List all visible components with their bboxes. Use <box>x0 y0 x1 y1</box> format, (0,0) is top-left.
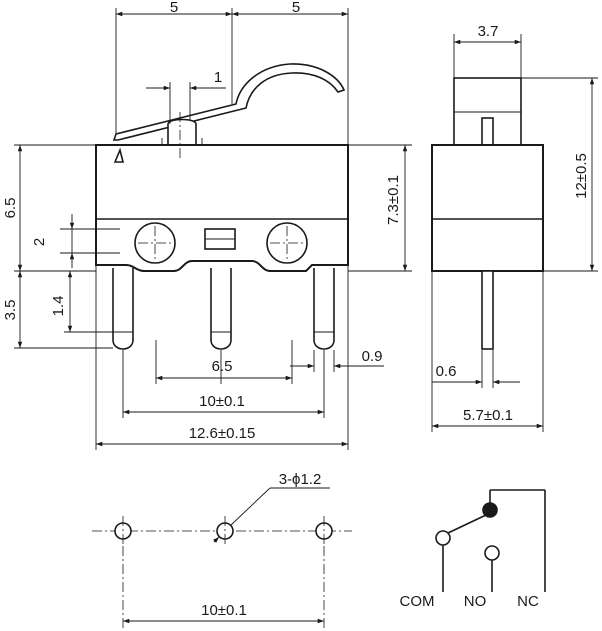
dim-top-left-label: 5 <box>170 0 178 16</box>
plunger <box>167 118 197 145</box>
side-pin <box>481 270 494 350</box>
pcb-layout: 3-ϕ1.2 10±0.1 <box>92 471 352 628</box>
dim-pin-offset-label: 1.4 <box>50 296 67 317</box>
front-view: 5 5 1 6.5 2 3.5 1.4 7.3±0.1 <box>2 0 412 450</box>
dim-body-height-label: 7.3±0.1 <box>385 175 402 225</box>
side-body <box>431 144 544 272</box>
dim-body-length-label: 12.6±0.15 <box>189 425 256 442</box>
pins <box>112 268 335 350</box>
dim-pin-width-label: 0.9 <box>362 348 383 365</box>
nc-marker <box>113 147 125 163</box>
dim-height-total-label: 6.5 <box>2 198 19 219</box>
dim-pin-thickness-label: 0.6 <box>436 363 457 380</box>
dim-hole-vertical-label: 2 <box>31 238 48 246</box>
side-plunger <box>481 117 494 146</box>
dim-hole-spacing-label: 10±0.1 <box>201 602 247 619</box>
schematic: COM NO NC <box>400 489 546 610</box>
label-no: NO <box>464 593 487 610</box>
dim-overall-height-label: 12±0.5 <box>573 153 590 199</box>
mount-hole-left <box>134 222 176 264</box>
dim-top-right-label: 5 <box>292 0 300 16</box>
mount-hole-right <box>266 222 308 264</box>
label-com: COM <box>400 593 435 610</box>
label-nc: NC <box>517 593 539 610</box>
dim-lever-offset-label: 1 <box>214 69 222 86</box>
dim-pin-length-label: 3.5 <box>2 300 19 321</box>
side-view: 3.7 12±0.5 0.6 5.7±0.1 <box>431 23 598 432</box>
com-terminal <box>435 530 451 546</box>
dim-pin-spacing-label: 10±0.1 <box>199 393 245 410</box>
dim-pin-spacing-small-label: 6.5 <box>212 358 233 375</box>
dim-actuator-width-label: 3.7 <box>478 23 499 40</box>
lever-arm <box>112 63 346 141</box>
dim-body-width-label: 5.7±0.1 <box>463 407 513 424</box>
dim-hole-diameter-label: 3-ϕ1.2 <box>279 471 322 488</box>
no-terminal <box>484 545 500 561</box>
switch-body <box>95 144 349 272</box>
